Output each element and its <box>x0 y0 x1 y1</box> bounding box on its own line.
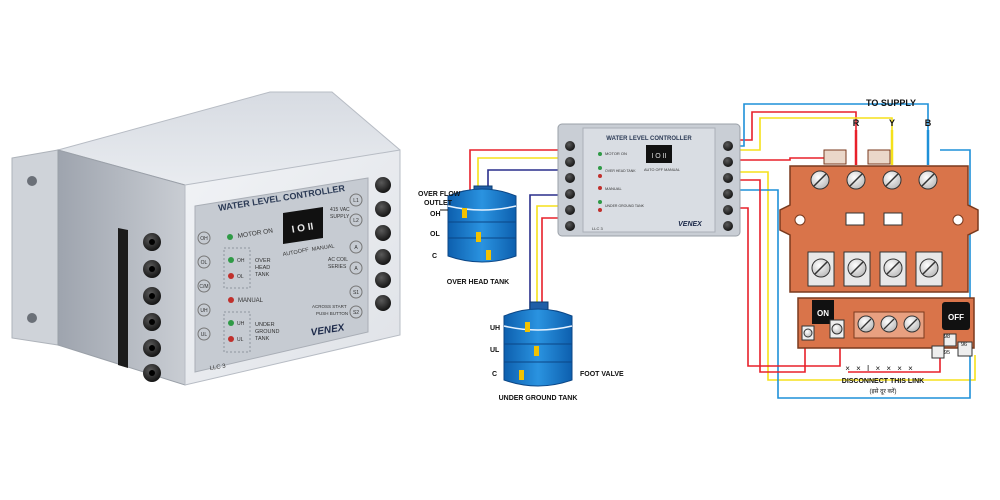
overflow-label-2: OUTLET <box>424 200 453 207</box>
mini-manual: MANUAL <box>605 186 622 191</box>
side-vent <box>118 228 128 368</box>
pin-98: 98 <box>944 334 950 340</box>
pin-95: 95 <box>944 350 950 356</box>
disconnect-label: DISCONNECT THIS LINK <box>842 378 924 385</box>
mini-brand: VENEX <box>678 221 703 228</box>
svg-text:OL: OL <box>201 260 208 266</box>
underground-label-1: UNDER <box>255 322 275 328</box>
underground-tank-label: UNDER GROUND TANK <box>499 395 578 402</box>
oh-probe-label: OH <box>430 211 441 218</box>
mini-motor-on: MOTOR ON <box>605 151 627 156</box>
contactor <box>779 149 979 293</box>
contactor-top-screws <box>810 170 938 190</box>
mini-title: WATER LEVEL CONTROLLER <box>606 136 692 142</box>
ul-led-label: UL <box>237 337 244 343</box>
manual-led <box>228 297 234 303</box>
front-panel <box>194 177 369 373</box>
brand-logo: VENEX <box>310 322 347 338</box>
mini-model: LLC 3 <box>592 226 603 231</box>
ul-probe-label: UL <box>490 347 500 354</box>
off-button-label: OFF <box>948 313 964 322</box>
overhead-label-2: HEAD <box>255 265 270 271</box>
wires <box>469 103 976 399</box>
ol-led <box>228 273 234 279</box>
svg-text:S2: S2 <box>353 310 359 316</box>
pin-96: 96 <box>961 342 967 348</box>
mini-modes: AUTO OFF MANUAL <box>644 168 680 172</box>
contactor-bottom-screws <box>807 251 943 287</box>
c-probe-ug-label: C <box>492 371 497 378</box>
svg-text:C/M: C/M <box>199 284 208 290</box>
rocker-glyph: I O II <box>291 221 314 235</box>
oh-led <box>228 257 234 263</box>
uh-led <box>228 320 234 326</box>
overhead-tank <box>440 185 517 263</box>
mini-controller: WATER LEVEL CONTROLLER I O II AUTO OFF M… <box>557 123 741 237</box>
foot-valve-label: FOOT VALVE <box>580 371 624 378</box>
overflow-label-1: OVER FLOW <box>418 191 461 198</box>
svg-text:OH: OH <box>200 236 208 242</box>
overhead-label-3: TANK <box>255 272 270 278</box>
motor-on-led <box>227 234 233 240</box>
overhead-tank-label: OVER HEAD TANK <box>447 279 509 286</box>
disconnect-hindi: (इसे दूर करें) <box>869 387 896 395</box>
mini-rocker <box>646 145 672 163</box>
underground-label-2: GROUND <box>255 329 279 335</box>
supply-label-2: SUPPLY <box>330 214 350 220</box>
overload-relay: ON OFF 98 95 96 <box>797 297 975 359</box>
ul-led <box>228 336 234 342</box>
manual-label: MANUAL <box>238 298 264 304</box>
rocker-switch[interactable] <box>283 207 323 244</box>
mount-hole-icon <box>27 176 37 186</box>
svg-text:A: A <box>354 266 358 272</box>
uh-led-label: UH <box>237 321 245 327</box>
on-button <box>812 300 834 324</box>
uh-probe-label: UH <box>490 325 500 332</box>
svg-text:UL: UL <box>201 332 208 338</box>
mini-left-terminals <box>565 141 575 231</box>
ol-probe-label: OL <box>430 231 440 238</box>
phase-b-label: B <box>925 118 932 128</box>
to-supply-label: TO SUPPLY <box>866 98 916 108</box>
svg-text:A: A <box>354 245 358 251</box>
model-label: LLC 3 <box>209 363 226 372</box>
coil-label-1: AC COIL <box>328 257 348 263</box>
svg-text:S1: S1 <box>353 290 359 296</box>
on-button-label: ON <box>817 309 829 318</box>
button-label-1: ACROSS START <box>312 304 347 309</box>
mount-hole-icon <box>27 313 37 323</box>
overhead-led-box <box>223 247 251 289</box>
mini-ug-tag: UNDER GROUND TANK <box>605 204 645 208</box>
svg-text:L1: L1 <box>353 198 359 204</box>
panel-left-terminals: OH OL C/M UH UL <box>197 231 211 341</box>
mini-right-terminals <box>723 141 733 231</box>
phase-y-label: Y <box>889 118 895 128</box>
ol-led-label: OL <box>237 274 244 280</box>
mini-rocker-glyph: I O II <box>651 153 666 160</box>
mode-auto: AUTO <box>282 250 299 258</box>
underground-tank <box>503 301 573 387</box>
supply-label-1: 415 VAC <box>330 207 350 213</box>
off-button <box>942 302 970 330</box>
mode-manual: MANUAL <box>311 243 335 253</box>
phase-r-label: R <box>853 118 860 128</box>
coil-label-2: SERIES <box>328 264 347 270</box>
overhead-label-1: OVER <box>255 258 271 264</box>
svg-text:UH: UH <box>200 308 208 314</box>
link-marks: × × I × × × × <box>845 364 915 373</box>
mini-tank-tag: OVER HEAD TANK <box>605 169 636 173</box>
c-probe-label: C <box>432 253 437 260</box>
panel-right-terminals: L1 L2 A A S1 S2 <box>349 193 363 319</box>
svg-text:L2: L2 <box>353 218 359 224</box>
underground-label-3: TANK <box>255 336 270 342</box>
underground-led-box <box>223 311 251 353</box>
right-terminals <box>375 177 391 311</box>
side-terminals <box>143 233 161 382</box>
button-label-2: PUSH BUTTON <box>316 311 348 316</box>
wiring-diagram: TO SUPPLY R Y B WATER LEVEL CONTROLLER I… <box>418 98 979 402</box>
oh-led-label: OH <box>237 258 245 264</box>
controller-product: WATER LEVEL CONTROLLER I O II AUTO OFF M… <box>11 91 401 386</box>
mode-off: OFF <box>297 247 309 255</box>
